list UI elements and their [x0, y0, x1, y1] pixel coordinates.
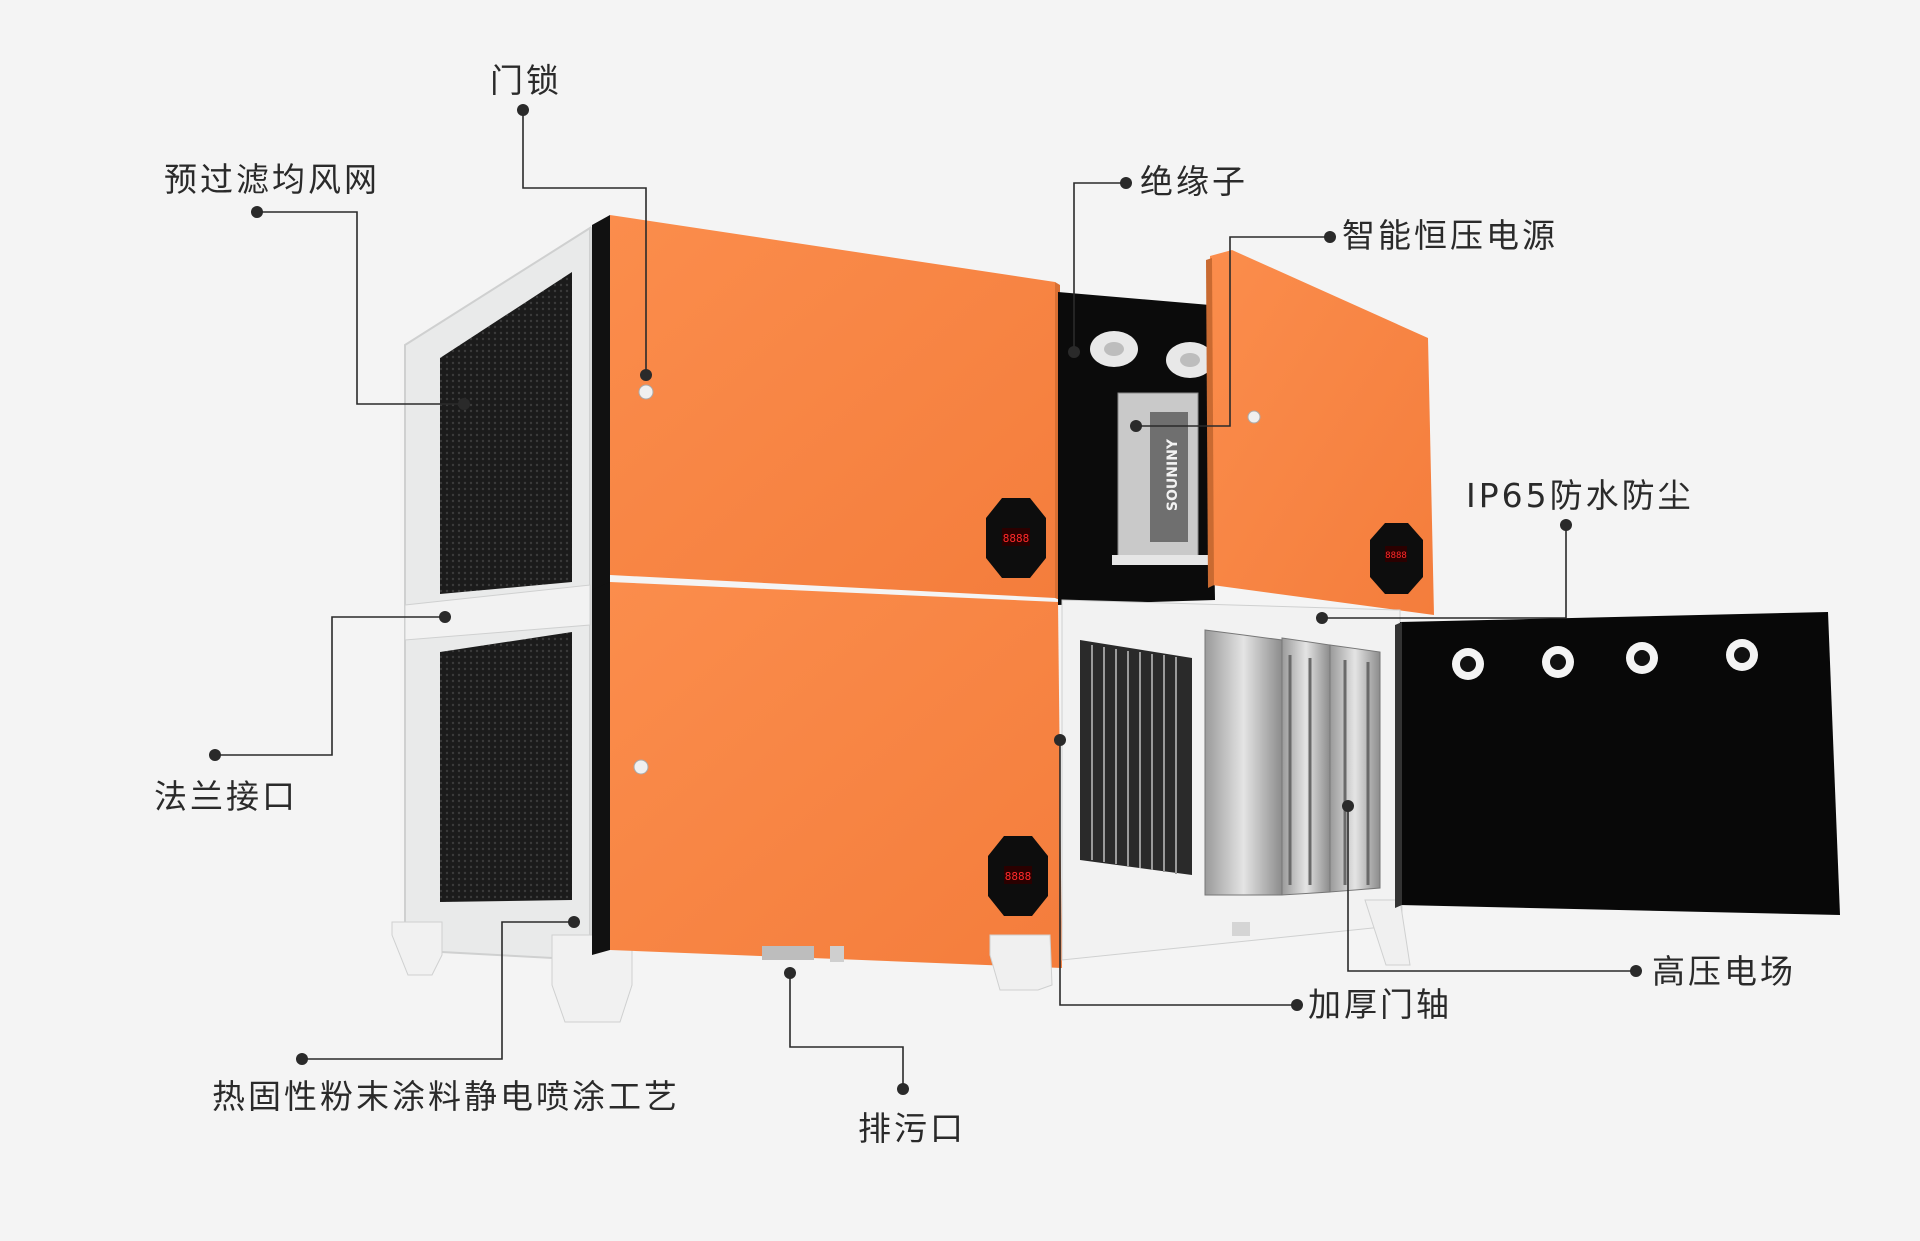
label-insulator: 绝缘子 [1140, 162, 1248, 201]
label-hv-field: 高压电场 [1652, 952, 1796, 991]
lower-door [592, 582, 1062, 991]
door-lock-upper [638, 384, 654, 400]
label-pre-filter: 预过滤均风网 [164, 160, 380, 199]
leader-dots [209, 104, 1642, 1095]
display-reading-right: 8888 [1385, 551, 1407, 561]
label-ip65: IP65防水防尘 [1466, 476, 1694, 515]
drain-outlet [762, 946, 814, 960]
door-insulator-ports [1452, 639, 1758, 680]
upper-filter-mesh [440, 272, 572, 594]
power-module-brand: SOUNINY [1165, 438, 1181, 511]
lower-right-compartment [1061, 599, 1411, 966]
insulator-2 [1166, 342, 1214, 378]
lower-filter-mesh [440, 632, 572, 902]
control-panel-upper: 8888 [986, 498, 1046, 578]
label-powder-coating: 热固性粉末涂料静电喷涂工艺 [212, 1077, 680, 1116]
label-door-lock: 门锁 [490, 61, 562, 100]
left-frame [391, 220, 633, 1023]
display-reading-upper: 8888 [1003, 532, 1030, 545]
insulator-1 [1090, 331, 1138, 367]
door-lock-lower [633, 759, 649, 775]
label-flange: 法兰接口 [154, 777, 298, 816]
label-door-hinge: 加厚门轴 [1308, 985, 1452, 1024]
label-drain: 排污口 [858, 1109, 966, 1148]
display-reading-lower: 8888 [1005, 870, 1032, 883]
leader-lines [215, 110, 1636, 1089]
upper-right-door: 8888 [1206, 250, 1434, 615]
upper-right-compartment: SOUNINY [1058, 292, 1215, 605]
lower-right-door [1395, 612, 1840, 915]
label-power-supply: 智能恒压电源 [1342, 216, 1558, 255]
power-supply-module: SOUNINY [1112, 392, 1208, 565]
hv-field-module [1204, 629, 1283, 896]
upper-door [592, 215, 1060, 600]
control-panel-lower: 8888 [988, 836, 1048, 916]
